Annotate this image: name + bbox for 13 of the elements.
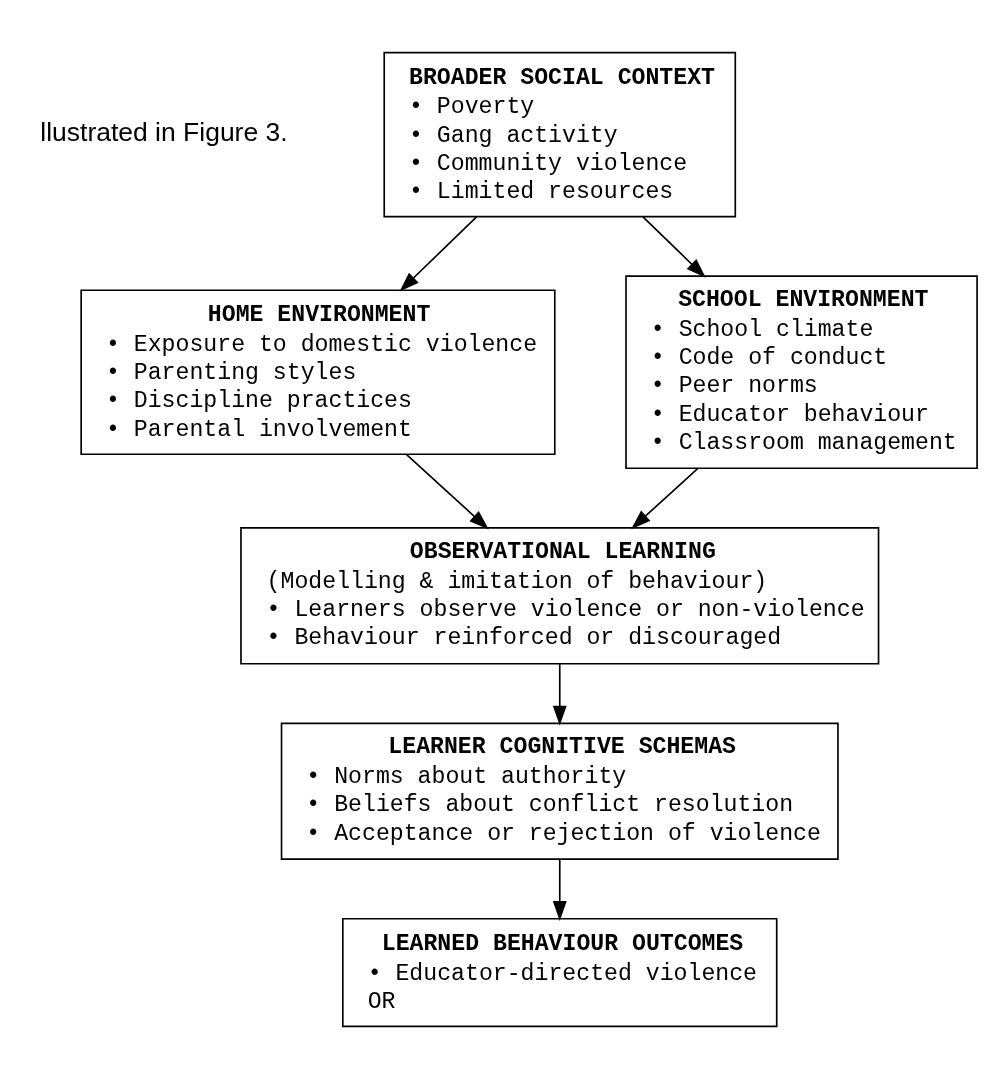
node-box: BROADER SOCIAL CONTEXT • Poverty • Gang activity • Community violence • Limited resources — [383, 51, 737, 218]
arrow — [552, 858, 567, 921]
arrow — [399, 216, 478, 292]
arrow — [642, 216, 706, 278]
label: llustrated in Figure 3. — [40, 116, 288, 147]
node-box: LEARNER COGNITIVE SCHEMAS • Norms about authority • Beliefs about conflict resolution • Acceptance or rejection of violence — [280, 722, 839, 860]
node-box: SCHOOL ENVIRONMENT • School climate • Code of conduct • Peer norms • Educator behaviour • Classroom management — [625, 275, 978, 470]
node-box: LEARNED BEHAVIOUR OUTCOMES • Educator-directed violence OR — [342, 917, 778, 1028]
arrow — [631, 467, 699, 530]
node-box: OBSERVATIONAL LEARNING (Modelling & imitation of behaviour) • Learners observe violence or non-violence • Behaviour reinforced or discouraged — [240, 527, 880, 665]
arrow — [405, 453, 489, 530]
node-box: HOME ENVIRONMENT • Exposure to domestic violence • Parenting styles • Discipline practices • Parental involvement — [80, 289, 556, 456]
arrow — [552, 663, 567, 726]
